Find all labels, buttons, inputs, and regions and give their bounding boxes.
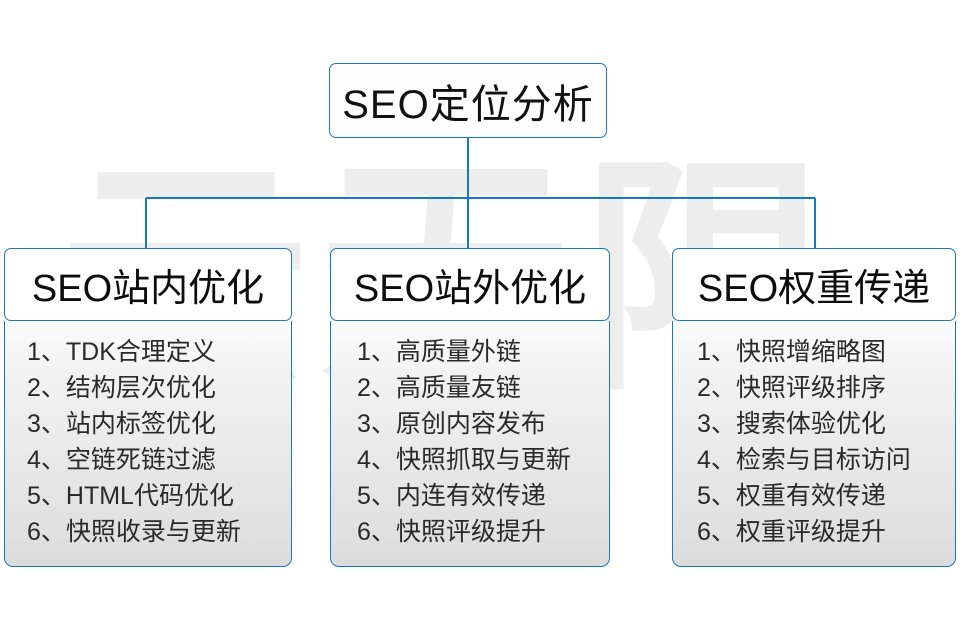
list-item[interactable]: 4、检索与目标访问	[697, 446, 911, 474]
list-item[interactable]: 1、快照增缩略图	[697, 338, 886, 366]
list-item[interactable]: 4、快照抓取与更新	[357, 446, 571, 474]
list-item[interactable]: 6、快照收录与更新	[27, 518, 241, 546]
list-item[interactable]: 2、结构层次优化	[27, 374, 216, 402]
branch-seo-offsite: SEO站外优化 1、高质量外链 2、高质量友链 3、原创内容发布 4、快照抓取与…	[330, 248, 610, 567]
branch-header-seo-weight[interactable]: SEO权重传递	[672, 248, 956, 321]
list-item[interactable]: 1、高质量外链	[357, 338, 521, 366]
list-item[interactable]: 6、快照评级提升	[357, 518, 546, 546]
branch-title: SEO权重传递	[697, 268, 931, 310]
branch-body-seo-offsite: 1、高质量外链 2、高质量友链 3、原创内容发布 4、快照抓取与更新 5、内连有…	[330, 321, 610, 567]
list-item[interactable]: 3、搜索体验优化	[697, 410, 886, 438]
list-item[interactable]: 2、快照评级排序	[697, 374, 886, 402]
list-item[interactable]: 4、空链死链过滤	[27, 446, 216, 474]
list-item[interactable]: 6、权重评级提升	[697, 518, 886, 546]
branch-body-seo-onsite: 1、TDK合理定义 2、结构层次优化 3、站内标签优化 4、空链死链过滤 5、H…	[4, 321, 292, 567]
list-item[interactable]: 1、TDK合理定义	[27, 338, 216, 366]
branch-header-seo-onsite[interactable]: SEO站内优化	[4, 248, 292, 321]
branch-header-seo-offsite[interactable]: SEO站外优化	[330, 248, 610, 321]
list-item[interactable]: 5、权重有效传递	[697, 482, 886, 510]
root-node[interactable]: SEO定位分析	[329, 63, 607, 138]
list-item[interactable]: 3、站内标签优化	[27, 410, 216, 438]
list-item[interactable]: 5、HTML代码优化	[27, 482, 234, 510]
list-item[interactable]: 3、原创内容发布	[357, 410, 546, 438]
branch-title: SEO站外优化	[353, 268, 587, 310]
branch-seo-weight: SEO权重传递 1、快照增缩略图 2、快照评级排序 3、搜索体验优化 4、检索与…	[672, 248, 956, 567]
list-item[interactable]: 2、高质量友链	[357, 374, 521, 402]
branch-body-seo-weight: 1、快照增缩略图 2、快照评级排序 3、搜索体验优化 4、检索与目标访问 5、权…	[672, 321, 956, 567]
root-node-label: SEO定位分析	[342, 82, 594, 127]
branch-seo-onsite: SEO站内优化 1、TDK合理定义 2、结构层次优化 3、站内标签优化 4、空链…	[4, 248, 292, 567]
branch-title: SEO站内优化	[31, 268, 265, 310]
list-item[interactable]: 5、内连有效传递	[357, 482, 546, 510]
